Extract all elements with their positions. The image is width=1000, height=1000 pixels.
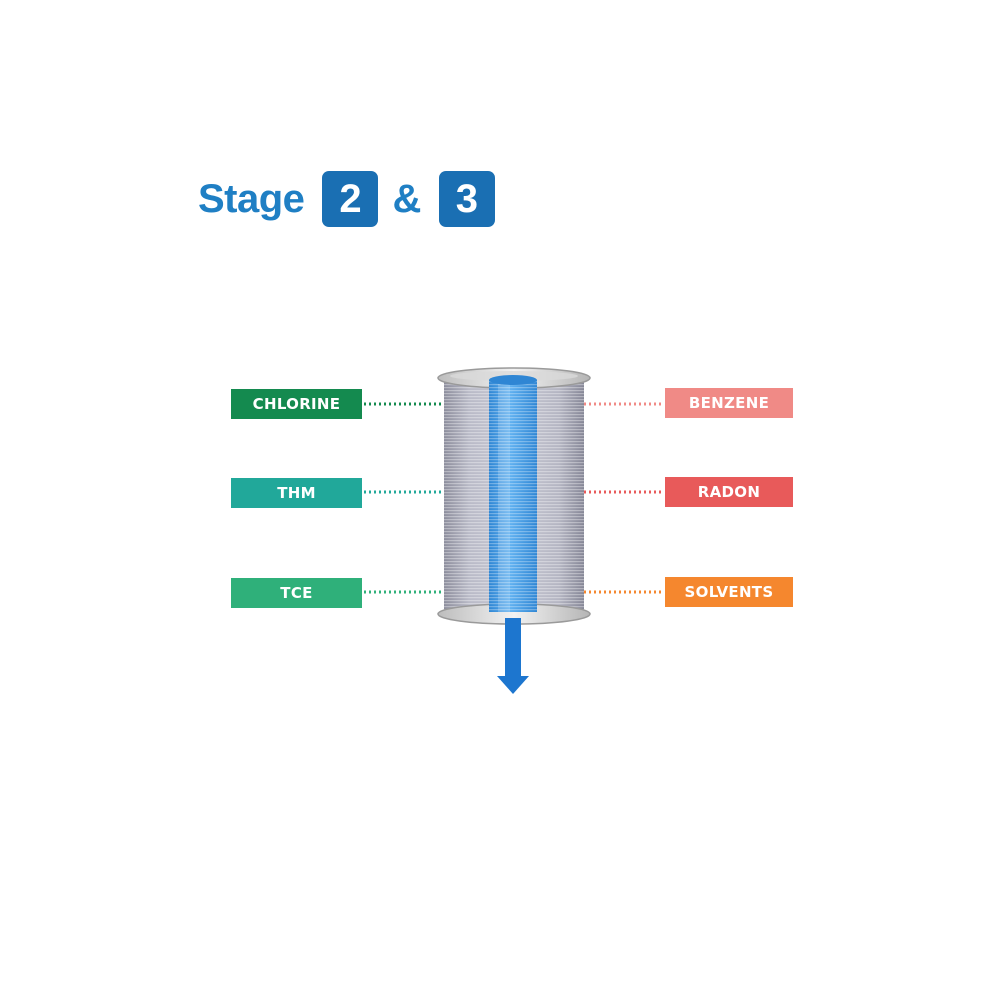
solvents-label: SOLVENTS: [665, 577, 793, 607]
stage-title: Stage 2 & 3: [198, 168, 495, 230]
ampersand-label: &: [392, 176, 421, 221]
benzene-label: BENZENE: [665, 388, 793, 418]
outflow-arrow-icon: [497, 618, 529, 694]
stage-number-three-badge: 3: [438, 171, 495, 227]
dotted-connectors: [364, 402, 664, 594]
chlorine-label: CHLORINE: [231, 389, 362, 419]
stage-label: Stage: [198, 176, 305, 221]
center-tube: [489, 375, 537, 612]
thm-label: THM: [231, 478, 362, 508]
tce-label: TCE: [231, 578, 362, 608]
stage-number-two-badge: 2: [322, 171, 379, 227]
radon-label: RADON: [665, 477, 793, 507]
